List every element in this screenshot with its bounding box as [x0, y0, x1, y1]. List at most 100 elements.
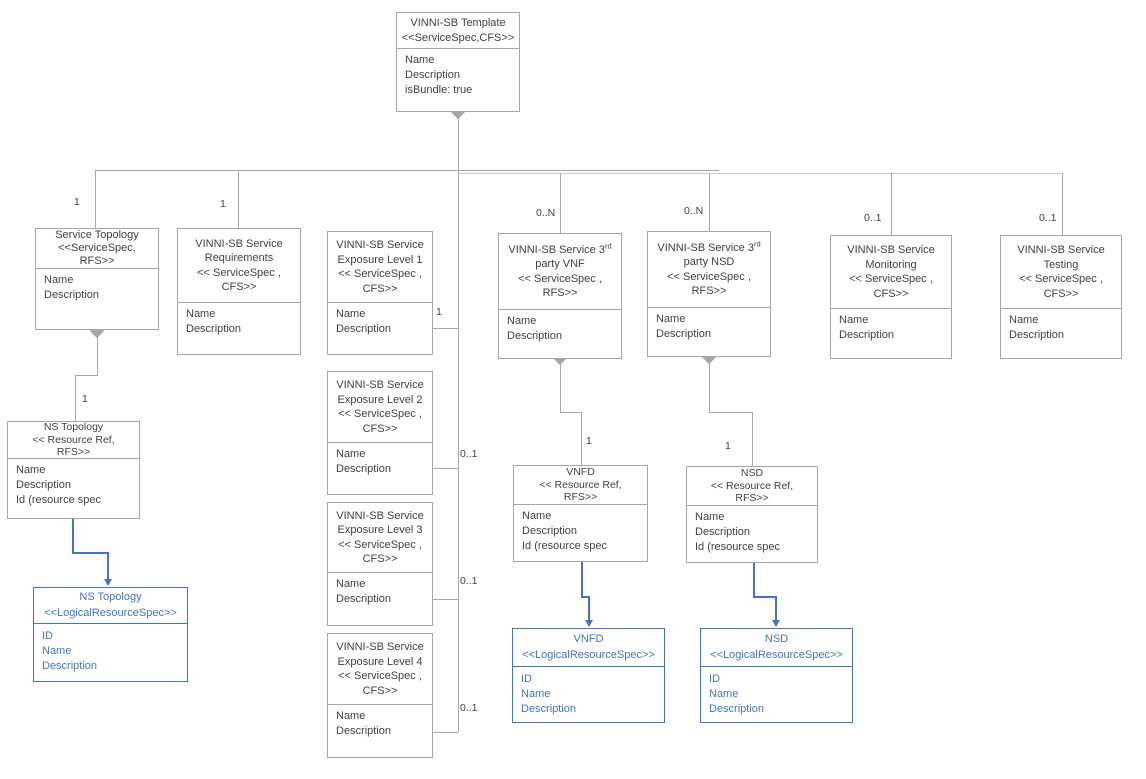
class-name: VINNI-SB Service Requirements	[195, 237, 283, 265]
class-name: VINNI-SB Service Monitoring	[847, 244, 935, 271]
attribute: Description	[522, 525, 578, 537]
class-name: NSD	[740, 467, 764, 480]
attribute: Name	[336, 448, 366, 460]
class-stereotype: << ServiceSpec , CFS>>	[338, 408, 422, 435]
arrow-vnfd-h	[581, 596, 590, 598]
class-stereotype: << ServiceSpec , RFS>>	[518, 272, 602, 300]
arrow-nsd-v1	[753, 563, 755, 598]
connector-st-nstopo-h	[75, 375, 98, 376]
multiplicity-vnfd-ref: 1	[586, 435, 592, 447]
multiplicity-service-topology: 1	[74, 196, 80, 208]
connector-st-nstopo-v1	[97, 336, 98, 375]
class-name: VNFD	[566, 466, 595, 479]
arrowhead-nsd	[771, 620, 780, 627]
connector-template-stem	[458, 118, 459, 171]
attribute: Name	[656, 313, 686, 325]
connector-exposure3	[430, 599, 458, 600]
class-box-service-monitoring: VINNI-SB Service Monitoring << ServiceSp…	[830, 235, 952, 359]
attribute: Description	[695, 526, 751, 538]
class-stereotype: << ServiceSpec , CFS>>	[338, 268, 422, 295]
class-box-ns-topology-ref: NS Topology << Resource Ref, RFS>> Name …	[7, 421, 140, 519]
attribute: Description	[336, 323, 392, 335]
attribute: Description	[42, 660, 98, 672]
class-box-nsd-ref: NSD << Resource Ref, RFS>> Name Descript…	[686, 466, 818, 563]
attribute: Description	[507, 330, 563, 342]
class-stereotype: << Resource Ref, RFS>>	[539, 478, 622, 504]
connector-nsd3-nsd-h	[709, 412, 753, 413]
attribute: Name	[336, 308, 366, 320]
multiplicity-vnf3: 0..N	[536, 207, 556, 219]
connector-drop-vnf3	[560, 173, 561, 233]
class-box-vnfd-spec: VNFD <<LogicalResourceSpec>> ID Name Des…	[512, 628, 665, 723]
class-stereotype: << ServiceSpec , CFS>>	[338, 538, 422, 566]
attribute: Description	[656, 328, 712, 340]
attribute: Description	[186, 323, 242, 335]
connector-bus-right	[458, 173, 1063, 174]
arrow-nsd-v2	[775, 596, 777, 621]
attribute: Name	[405, 54, 435, 66]
arrow-nstopo-v1	[72, 519, 74, 553]
arrow-vnfd-v2	[588, 596, 590, 621]
connector-nsd3-nsd-v2	[752, 412, 753, 466]
multiplicity-requirements: 1	[220, 198, 226, 210]
connector-drop-nsd3	[709, 173, 710, 231]
attribute: ID	[521, 673, 532, 685]
attribute: Name	[1009, 314, 1039, 326]
class-box-exposure-level-3: VINNI-SB Service Exposure Level 3 << Ser…	[327, 502, 433, 626]
ordinal-suffix: rd	[604, 240, 612, 250]
connector-vnf3-vnfd-h	[560, 412, 582, 413]
attribute: Id (resource spec	[695, 541, 780, 553]
multiplicity-exposure2: 0..1	[460, 448, 478, 460]
attribute: Name	[695, 511, 725, 523]
class-box-ns-topology-spec: NS Topology <<LogicalResourceSpec>> ID N…	[33, 587, 188, 682]
class-name: VINNI-SB Template	[410, 17, 506, 29]
attribute: Name	[336, 578, 366, 590]
class-name: VINNI-SB Service Exposure Level 1	[336, 239, 424, 266]
connector-exposure-spine	[458, 170, 459, 732]
class-stereotype: <<LogicalResourceSpec>>	[522, 648, 655, 661]
connector-bus-left	[95, 170, 719, 171]
arrowhead-nstopo	[103, 579, 112, 586]
attribute: Name	[522, 510, 552, 522]
attribute: Id (resource spec	[522, 540, 607, 552]
multiplicity-nsd-ref: 1	[725, 440, 731, 452]
attribute: Name	[839, 314, 869, 326]
multiplicity-testing: 0..1	[1039, 212, 1057, 224]
class-name: VNFD	[573, 633, 604, 645]
attribute: Name	[16, 464, 46, 476]
class-name: Service Topology	[55, 229, 139, 241]
class-stereotype: << ServiceSpec , CFS>>	[338, 670, 422, 697]
connector-exposure1	[432, 328, 458, 329]
multiplicity-monitoring: 0..1	[864, 212, 882, 224]
multiplicity-nsd3: 0..N	[684, 205, 704, 217]
arrow-vnfd-v1	[581, 562, 583, 598]
attribute: Name	[44, 274, 74, 286]
attribute: Description	[336, 593, 392, 605]
class-name: NS Topology	[79, 591, 142, 603]
class-name: VINNI-SB Service Exposure Level 3	[336, 509, 424, 537]
attribute: Description	[44, 289, 100, 301]
class-stereotype: << ServiceSpec , CFS>>	[197, 266, 281, 294]
class-stereotype: <<LogicalResourceSpec>>	[44, 606, 177, 619]
attribute: isBundle: true	[405, 84, 473, 96]
attribute: Description	[336, 725, 392, 737]
class-box-exposure-level-2: VINNI-SB Service Exposure Level 2 << Ser…	[327, 371, 433, 495]
attribute: ID	[709, 673, 720, 685]
attribute: Description	[521, 703, 577, 715]
connector-drop-service-topology	[95, 170, 96, 228]
attribute: Name	[507, 315, 537, 327]
class-box-service-topology: Service Topology <<ServiceSpec, RFS>> Na…	[35, 228, 159, 330]
class-box-exposure-level-4: VINNI-SB Service Exposure Level 4 << Ser…	[327, 633, 433, 758]
attribute: ID	[42, 630, 53, 642]
attribute: Name	[709, 688, 739, 700]
multiplicity-exposure3: 0..1	[460, 575, 478, 587]
class-stereotype: << ServiceSpec , CFS>>	[849, 273, 933, 300]
class-stereotype: << Resource Ref, RFS>>	[710, 479, 794, 505]
class-box-3rd-party-nsd: VINNI-SB Service 3rd party NSD << Servic…	[647, 231, 771, 357]
connector-drop-requirements	[238, 170, 239, 228]
attribute: Description	[336, 463, 392, 475]
connector-exposure4	[430, 732, 458, 733]
class-stereotype: <<ServiceSpec, RFS>>	[58, 242, 136, 267]
class-box-vnfd-ref: VNFD << Resource Ref, RFS>> Name Descrip…	[513, 465, 648, 562]
